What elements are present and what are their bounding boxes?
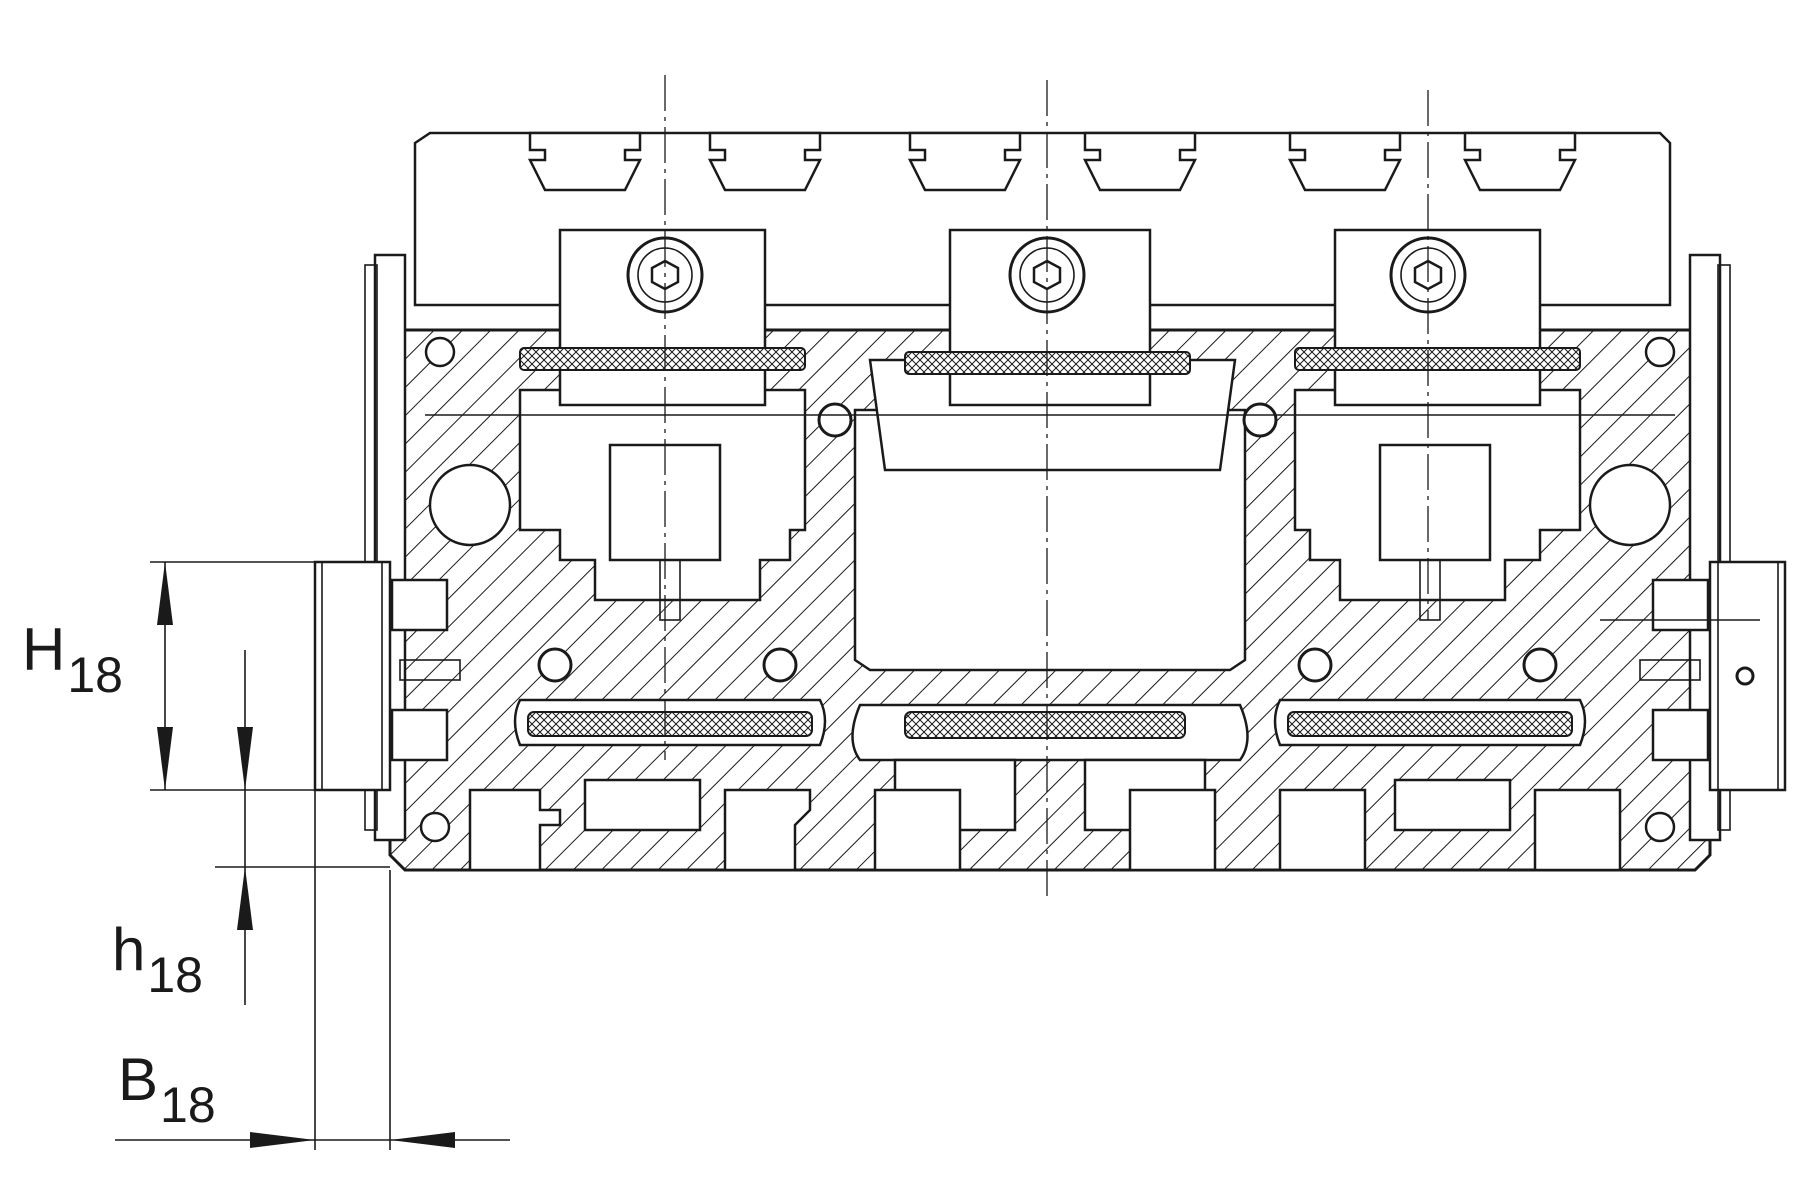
right-end-cap: [1639, 560, 1787, 792]
label-h18-subscript: 18: [147, 947, 203, 1003]
label-B18-symbol: B: [118, 1046, 159, 1113]
dimension-B18: [115, 790, 510, 1150]
label-H18-symbol: H: [22, 616, 66, 683]
dimension-h18: [215, 650, 390, 1005]
center-lines: [425, 75, 1760, 900]
right-carriage: [1273, 228, 1587, 747]
left-end-cap: [313, 560, 461, 792]
central-cavity: [851, 358, 1249, 832]
label-h18: h18: [112, 920, 203, 1001]
label-H18-subscript: 18: [67, 647, 123, 703]
dimension-H18: [150, 561, 390, 791]
label-B18: B18: [118, 1050, 216, 1131]
label-H18: H18: [22, 620, 123, 701]
label-h18-symbol: h: [112, 916, 146, 983]
t-slots-bottom: [468, 778, 1622, 872]
bores: [419, 336, 1676, 843]
t-slots-top: [527, 131, 1578, 192]
label-B18-subscript: 18: [160, 1077, 216, 1133]
balls: [537, 402, 1558, 683]
